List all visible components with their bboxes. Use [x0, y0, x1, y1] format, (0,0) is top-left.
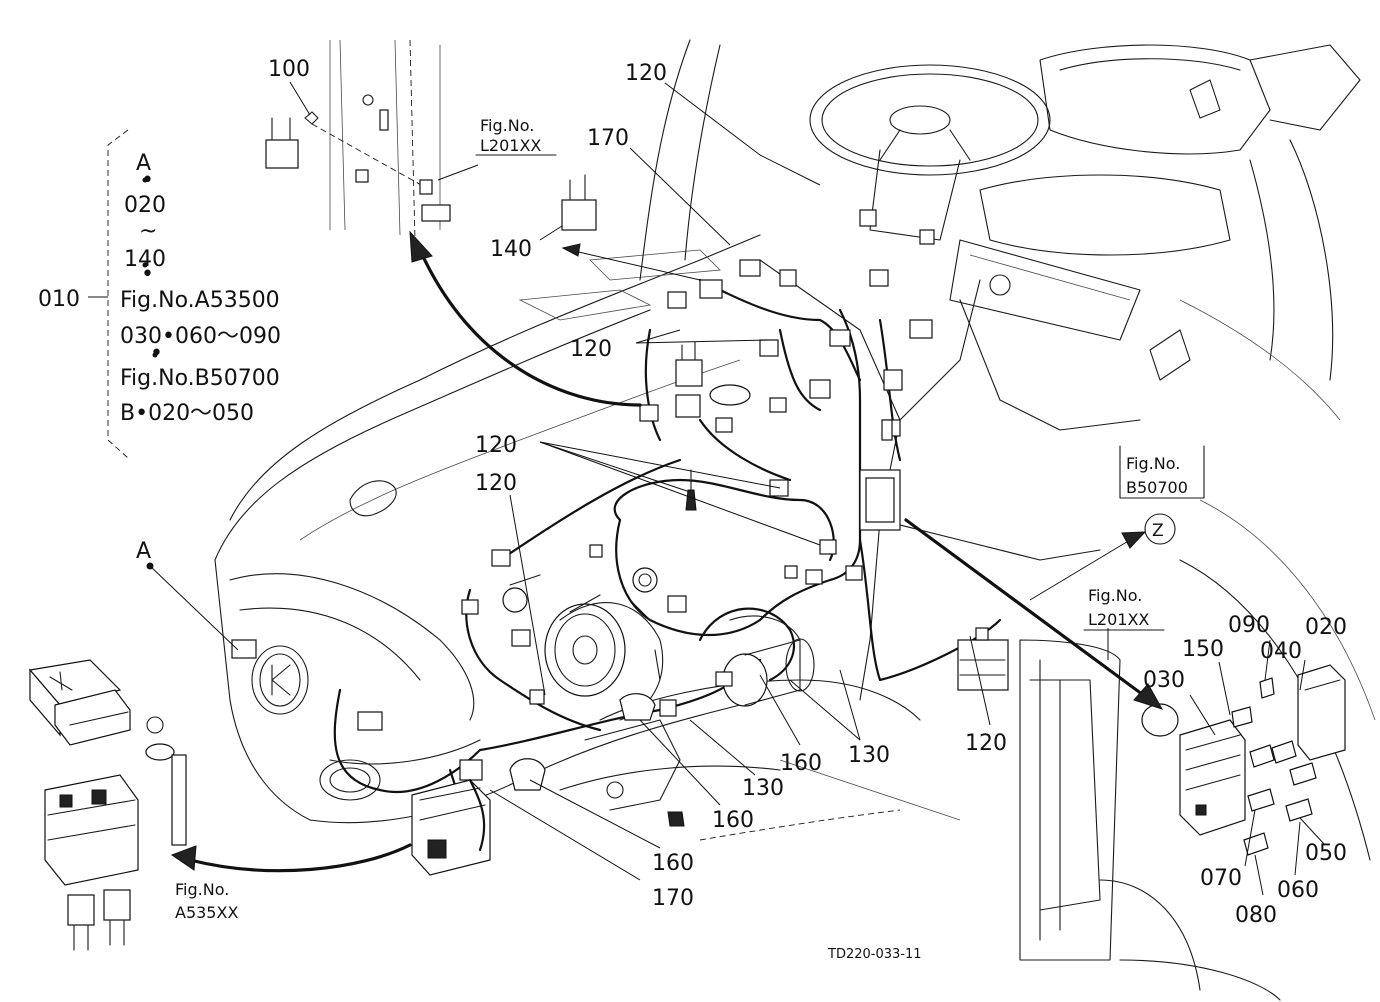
- callout-130-a: 130: [848, 743, 890, 768]
- operator-seat: [979, 44, 1361, 421]
- callout-070: 070: [1200, 866, 1242, 891]
- figure-references: Fig.No. L201XX Fig.No. B50700 Fig.No. L2…: [175, 116, 1188, 962]
- legend-line-1: A: [136, 151, 151, 176]
- legend-line-6: •: [141, 262, 154, 287]
- starter-motor: [715, 615, 815, 707]
- relay-100: [265, 94, 451, 222]
- battery-clamps: [509, 689, 681, 811]
- main-wiring-harness: [333, 278, 1002, 852]
- callout-030: 030: [1143, 668, 1185, 693]
- legend-line-7: Fig.No.A53500: [120, 288, 280, 313]
- harness-connectors: [231, 209, 1009, 731]
- callout-080: 080: [1235, 903, 1277, 928]
- callout-160-b: 160: [712, 808, 754, 833]
- callout-040: 040: [1260, 639, 1302, 664]
- rear-fender: [1019, 499, 1376, 1001]
- callout-numbers: 100 120 170 140 120 120 120 A 150 090 04…: [136, 57, 1347, 928]
- legend-line-5: 140: [124, 247, 166, 272]
- steering-wheel: [809, 64, 1051, 241]
- callout-160-c: 160: [652, 851, 694, 876]
- fuse-box-assembly: [411, 759, 491, 876]
- legend-line-10: Fig.No.B50700: [120, 366, 280, 391]
- ref-top-fig-code: L201XX: [480, 136, 541, 155]
- tractor-body-outline: [214, 39, 1101, 841]
- relay-140: [561, 174, 703, 387]
- callout-100: 100: [268, 57, 310, 82]
- ref-mid-fig-label: Fig.No.: [1088, 586, 1142, 605]
- sensors: [502, 384, 893, 827]
- legend-line-11: B•020～050: [120, 401, 254, 426]
- legend-line-8: 030•060～090: [120, 324, 281, 349]
- leader-lines: [149, 81, 1326, 896]
- callout-120-top: 120: [625, 61, 667, 86]
- callout-060: 060: [1277, 878, 1319, 903]
- callout-150: 150: [1182, 637, 1224, 662]
- fuse-box-exploded-b: [1141, 664, 1346, 856]
- callout-160-a: 160: [780, 751, 822, 776]
- legend-assembly-number: 010: [38, 287, 80, 312]
- reference-boxes: [142, 154, 1205, 631]
- legend-line-2: •: [141, 168, 154, 193]
- legend-line-3: 020: [124, 193, 166, 218]
- callout-120-mid: 120: [570, 337, 612, 362]
- callout-120-c: 120: [475, 471, 517, 496]
- fuse-box-exploded-a: [28, 659, 187, 951]
- ref-top-fig-label: Fig.No.: [480, 116, 534, 135]
- ref-bottom-fig-label: Fig.No.: [175, 880, 229, 899]
- ref-right-fig-label: Fig.No.: [1126, 454, 1180, 473]
- ref-mid-fig-code: L201XX: [1088, 610, 1149, 629]
- callout-120-right: 120: [965, 731, 1007, 756]
- callout-130-b: 130: [742, 776, 784, 801]
- legend-text: 010 A • 020 ~ 140 • Fig.No.A53500 030•06…: [38, 151, 281, 426]
- alternator: [544, 567, 664, 721]
- dashboard-frame: [949, 239, 1191, 431]
- callout-170-bottom: 170: [652, 886, 694, 911]
- drawing-code: TD220-033-11: [827, 947, 922, 962]
- callout-020: 020: [1305, 615, 1347, 640]
- view-marker-z: Z: [1152, 521, 1164, 541]
- legend-bracket: [88, 129, 129, 459]
- callout-120-b: 120: [475, 433, 517, 458]
- legend-line-9: •: [150, 341, 163, 366]
- ref-bottom-fig-code: A535XX: [175, 903, 238, 922]
- callout-170-top: 170: [587, 126, 629, 151]
- legend-line-4: ~: [139, 219, 157, 244]
- callout-050: 050: [1305, 841, 1347, 866]
- ref-right-fig-code: B50700: [1126, 478, 1188, 497]
- direction-arrows: [170, 230, 1164, 873]
- callout-a: A: [136, 539, 151, 564]
- callout-090: 090: [1228, 613, 1270, 638]
- callout-140: 140: [490, 237, 532, 262]
